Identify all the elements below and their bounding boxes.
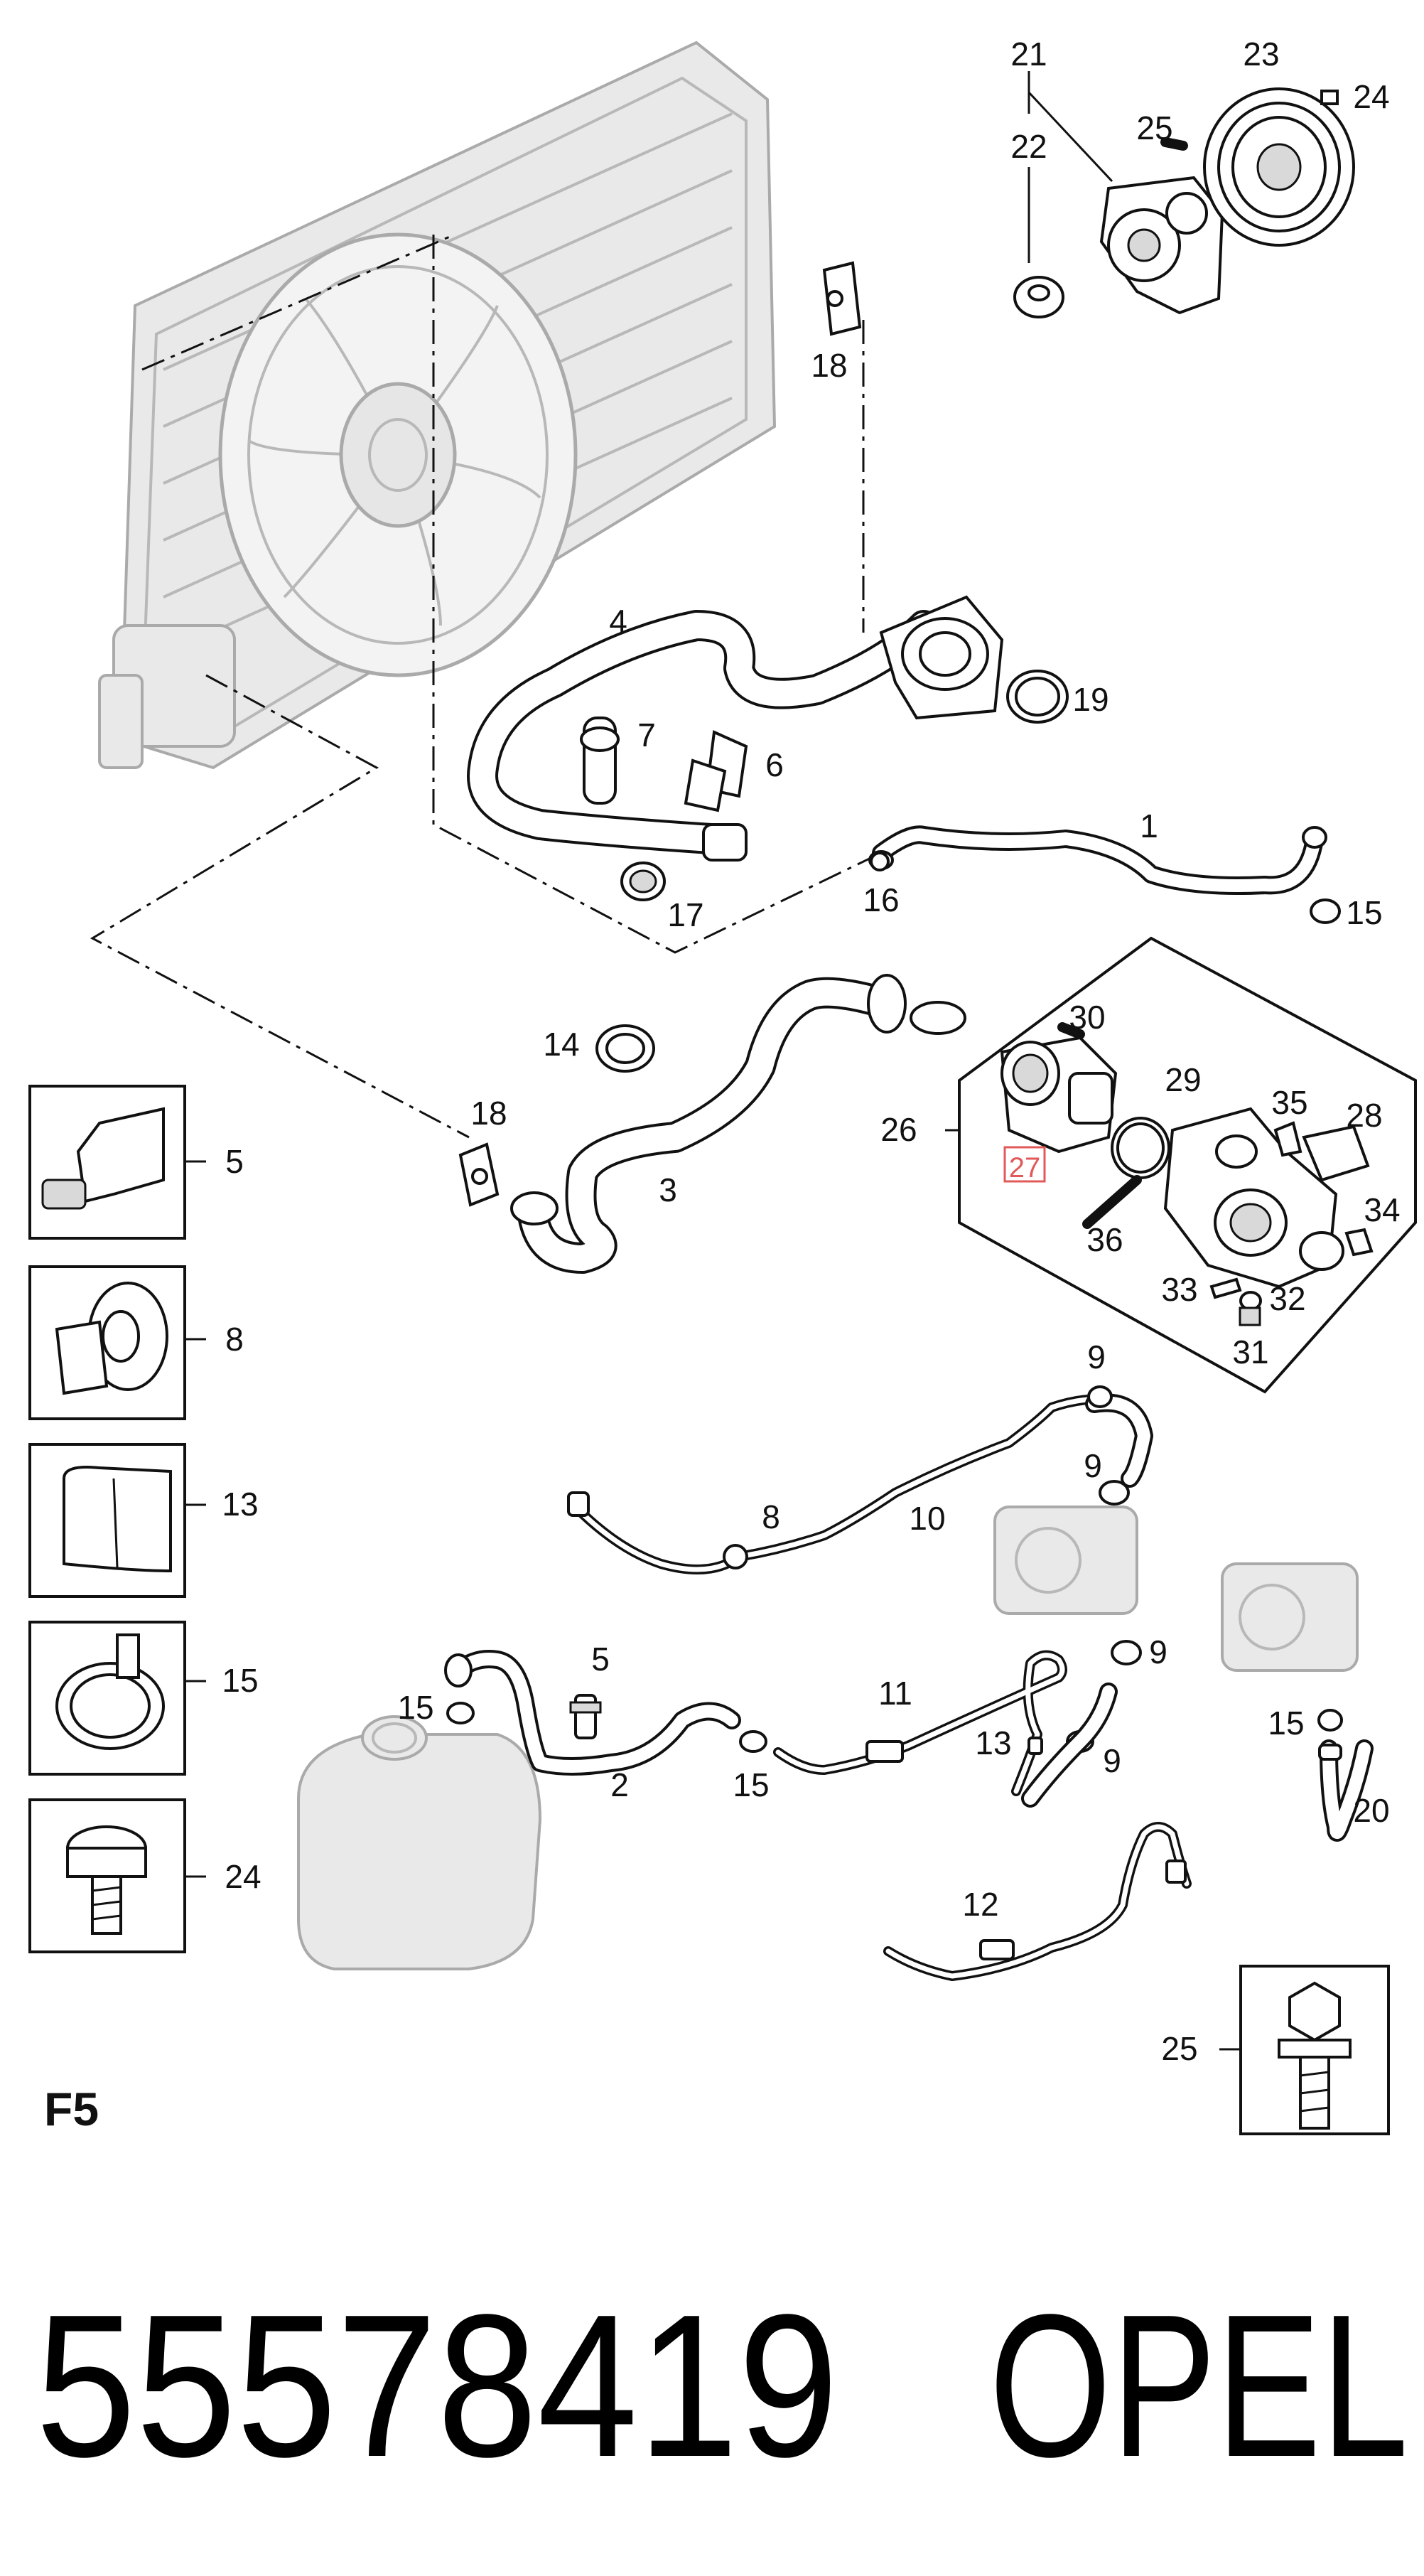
label-box-5: 5 xyxy=(225,1143,244,1180)
label-2: 2 xyxy=(610,1766,629,1803)
label-box-8: 8 xyxy=(225,1321,244,1358)
label-3: 3 xyxy=(659,1171,677,1208)
part-35-clip xyxy=(1273,1121,1302,1157)
label-18-upper: 18 xyxy=(811,347,847,384)
label-17: 17 xyxy=(667,896,703,933)
thermostat-kit-group xyxy=(945,936,1417,1394)
label-9-a: 9 xyxy=(1087,1338,1106,1375)
label-16: 16 xyxy=(863,881,899,918)
part-15-clamps-lower xyxy=(446,1702,1343,1753)
highlight-box-27 xyxy=(1003,1146,1046,1183)
part-number: 55578419 xyxy=(36,2272,838,2499)
part-28-gasket xyxy=(1302,1125,1370,1182)
part-19-hose-clamp xyxy=(1006,670,1069,724)
label-8: 8 xyxy=(762,1498,780,1535)
label-32: 32 xyxy=(1269,1280,1305,1317)
part-12-pipe xyxy=(883,1822,1192,1981)
label-36: 36 xyxy=(1086,1221,1123,1258)
part-11-pipe xyxy=(773,1650,1118,1808)
label-12: 12 xyxy=(962,1886,998,1923)
radiator-fan-assembly xyxy=(98,41,777,770)
label-5: 5 xyxy=(591,1641,610,1678)
part-16-clamp xyxy=(870,852,890,871)
detail-box-24 xyxy=(28,1798,206,1953)
label-9-b: 9 xyxy=(1084,1447,1102,1484)
part-34-sensor xyxy=(1344,1228,1374,1257)
part-1-hose xyxy=(868,825,1327,895)
label-14: 14 xyxy=(543,1026,579,1063)
part-18-bracket-lower xyxy=(458,1142,500,1207)
label-25: 25 xyxy=(1136,109,1172,146)
label-9-c: 9 xyxy=(1149,1633,1167,1670)
part-36-bolt xyxy=(1082,1175,1142,1229)
part-4-upper-hose xyxy=(467,595,1004,862)
part-2-hose xyxy=(444,1650,741,1776)
part-33-clip xyxy=(1209,1277,1242,1299)
brand-name: OPEL xyxy=(989,2272,1408,2499)
label-29: 29 xyxy=(1165,1061,1201,1098)
label-24: 24 xyxy=(1353,78,1389,115)
alignment-lines xyxy=(90,233,882,1139)
label-10: 10 xyxy=(909,1500,945,1537)
label-6: 6 xyxy=(765,746,784,783)
label-33: 33 xyxy=(1161,1271,1197,1308)
label-18-lower: 18 xyxy=(470,1095,507,1132)
part-13-clip-lower xyxy=(1027,1737,1043,1755)
part-6-clip xyxy=(684,730,748,812)
label-21: 21 xyxy=(1010,36,1047,73)
label-15-c: 15 xyxy=(1268,1705,1304,1742)
label-26: 26 xyxy=(880,1111,917,1148)
label-31: 31 xyxy=(1232,1333,1268,1370)
label-15-a: 15 xyxy=(1346,894,1382,931)
part-13-clamp-upper xyxy=(910,1001,966,1035)
part-20-hose xyxy=(1318,1739,1374,1842)
label-9-d: 9 xyxy=(1103,1742,1121,1779)
part-14-clamp xyxy=(595,1024,655,1073)
part-10-heater-pipe xyxy=(567,1393,1153,1574)
label-box-25: 25 xyxy=(1161,2030,1197,2067)
label-4: 4 xyxy=(609,603,627,640)
label-35: 35 xyxy=(1271,1084,1307,1121)
label-box-13: 13 xyxy=(222,1486,258,1523)
expansion-tank xyxy=(297,1715,542,1970)
label-box-15: 15 xyxy=(222,1662,258,1699)
callout-labels: 21 22 23 24 25 18 4 19 7 6 1 16 17 15 30… xyxy=(222,36,1400,2067)
detail-box-8 xyxy=(28,1265,206,1420)
label-22: 22 xyxy=(1010,128,1047,165)
label-15-b: 15 xyxy=(397,1689,433,1726)
part-8-clip-inline xyxy=(723,1544,748,1569)
label-box-24: 24 xyxy=(225,1858,261,1895)
label-19: 19 xyxy=(1072,681,1109,718)
label-7: 7 xyxy=(637,717,656,753)
label-15-d: 15 xyxy=(733,1766,769,1803)
detail-box-13 xyxy=(28,1443,206,1598)
water-pump-group xyxy=(1013,71,1355,318)
label-27: 27 xyxy=(1009,1152,1041,1184)
label-30: 30 xyxy=(1069,999,1105,1036)
detail-box-25 xyxy=(1219,1965,1390,2135)
label-34: 34 xyxy=(1364,1191,1400,1228)
part-24-bolt xyxy=(1320,90,1339,105)
part-17-hose-clamp xyxy=(620,862,666,901)
label-11: 11 xyxy=(878,1675,912,1712)
part-32-ring xyxy=(1239,1291,1262,1311)
label-28: 28 xyxy=(1346,1097,1382,1134)
section-code: F5 xyxy=(44,2083,99,2135)
part-18-bracket-upper xyxy=(822,261,862,336)
part-7-clip xyxy=(580,717,620,805)
label-1: 1 xyxy=(1140,807,1158,844)
part-5-sensor xyxy=(569,1694,602,1739)
label-23: 23 xyxy=(1243,36,1279,73)
part-15-clamp-a xyxy=(1310,898,1341,924)
detail-box-5 xyxy=(28,1085,206,1240)
part-25-bolt xyxy=(1160,137,1188,151)
label-13: 13 xyxy=(975,1724,1011,1761)
detail-box-15 xyxy=(28,1621,206,1776)
part-3-lower-hose xyxy=(510,974,907,1274)
label-20: 20 xyxy=(1353,1792,1389,1829)
part-31-plug xyxy=(1239,1306,1261,1326)
throttle-body-ghosts xyxy=(993,1506,1359,1672)
